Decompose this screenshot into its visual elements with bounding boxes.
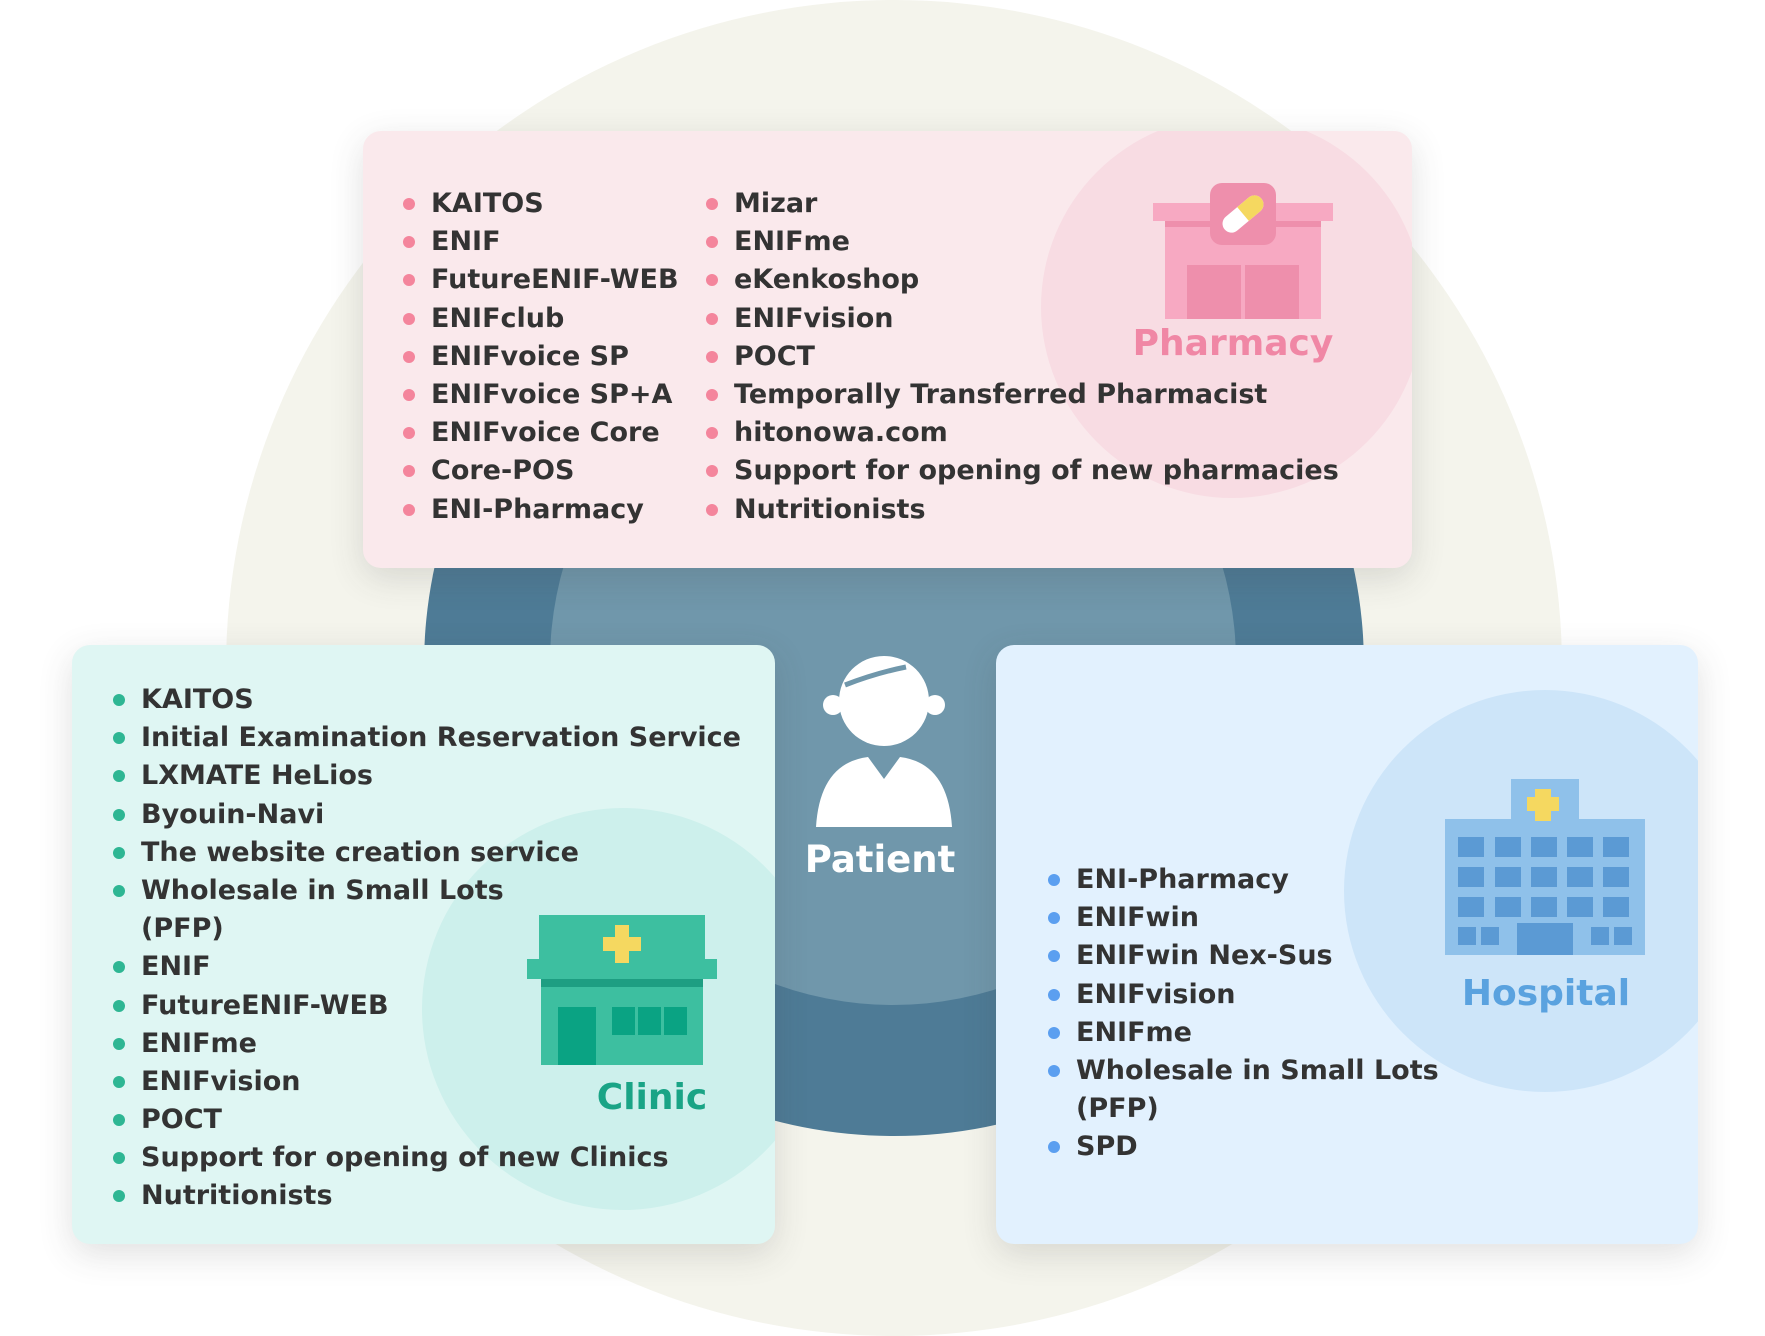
list-item: FutureENIF-WEB bbox=[403, 261, 679, 299]
list-item: ENIFwin Nex-Sus bbox=[1048, 937, 1439, 975]
list-item: The website creation service bbox=[113, 834, 741, 872]
patient-label: Patient bbox=[804, 838, 956, 881]
pharmacy-panel: KAITOS ENIF FutureENIF-WEB ENIFclub ENIF… bbox=[363, 131, 1412, 568]
clinic-label: Clinic bbox=[596, 1077, 708, 1118]
list-item: KAITOS bbox=[113, 681, 741, 719]
list-item: FutureENIF-WEB bbox=[113, 987, 741, 1025]
clinic-list: KAITOS Initial Examination Reservation S… bbox=[113, 681, 741, 1216]
list-item: ENI-Pharmacy bbox=[1048, 861, 1439, 899]
list-item: Wholesale in Small Lots bbox=[113, 872, 741, 910]
hospital-building-icon bbox=[1445, 779, 1645, 955]
clinic-panel: KAITOS Initial Examination Reservation S… bbox=[72, 645, 775, 1244]
list-item: Nutritionists bbox=[706, 491, 1339, 529]
list-item: ENIFclub bbox=[403, 300, 679, 338]
list-item: ENIFme bbox=[706, 223, 1339, 261]
pharmacy-list-col2: Mizar ENIFme eKenkoshop ENIFvision POCT … bbox=[706, 185, 1339, 529]
list-item: ENIFwin bbox=[1048, 899, 1439, 937]
list-item: Wholesale in Small Lots bbox=[1048, 1052, 1439, 1090]
pharmacy-building-icon bbox=[1153, 183, 1333, 319]
list-item: ENIF bbox=[113, 948, 741, 986]
list-item: eKenkoshop bbox=[706, 261, 1339, 299]
list-item: Temporally Transferred Pharmacist bbox=[706, 376, 1339, 414]
list-item: hitonowa.com bbox=[706, 414, 1339, 452]
hospital-label: Hospital bbox=[1461, 973, 1631, 1014]
list-item: ENIFme bbox=[1048, 1014, 1439, 1052]
list-item: ENIFvision bbox=[113, 1063, 741, 1101]
list-item: ENIFvoice SP bbox=[403, 338, 679, 376]
list-item: ENIF bbox=[403, 223, 679, 261]
list-item: LXMATE HeLios bbox=[113, 757, 741, 795]
list-item: ENIFvision bbox=[1048, 976, 1439, 1014]
list-item: Initial Examination Reservation Service bbox=[113, 719, 741, 757]
patient-icon bbox=[816, 656, 952, 827]
list-item: ENIFvision bbox=[706, 300, 1339, 338]
pharmacy-list-col1: KAITOS ENIF FutureENIF-WEB ENIFclub ENIF… bbox=[403, 185, 679, 529]
pharmacy-label: Pharmacy bbox=[1132, 323, 1334, 364]
list-item: SPD bbox=[1048, 1128, 1439, 1166]
list-item-continuation: (PFP) bbox=[1076, 1093, 1159, 1125]
list-item: Core-POS bbox=[403, 452, 679, 490]
clinic-building-icon bbox=[527, 915, 717, 1065]
list-item: ENIFvoice SP+A bbox=[403, 376, 679, 414]
list-item: Byouin-Navi bbox=[113, 796, 741, 834]
hospital-panel: ENI-Pharmacy ENIFwin ENIFwin Nex-Sus ENI… bbox=[996, 645, 1698, 1244]
list-item: POCT bbox=[706, 338, 1339, 376]
list-item: ENIFme bbox=[113, 1025, 741, 1063]
list-item-continuation: (PFP) bbox=[141, 913, 224, 945]
list-item: POCT bbox=[113, 1101, 741, 1139]
list-item: ENI-Pharmacy bbox=[403, 491, 679, 529]
list-item: Support for opening of new Clinics bbox=[113, 1139, 741, 1177]
list-item: KAITOS bbox=[403, 185, 679, 223]
hospital-list: ENI-Pharmacy ENIFwin ENIFwin Nex-Sus ENI… bbox=[1048, 861, 1439, 1167]
list-item: Support for opening of new pharmacies bbox=[706, 452, 1339, 490]
list-item: Mizar bbox=[706, 185, 1339, 223]
list-item: Nutritionists bbox=[113, 1177, 741, 1215]
list-item: ENIFvoice Core bbox=[403, 414, 679, 452]
